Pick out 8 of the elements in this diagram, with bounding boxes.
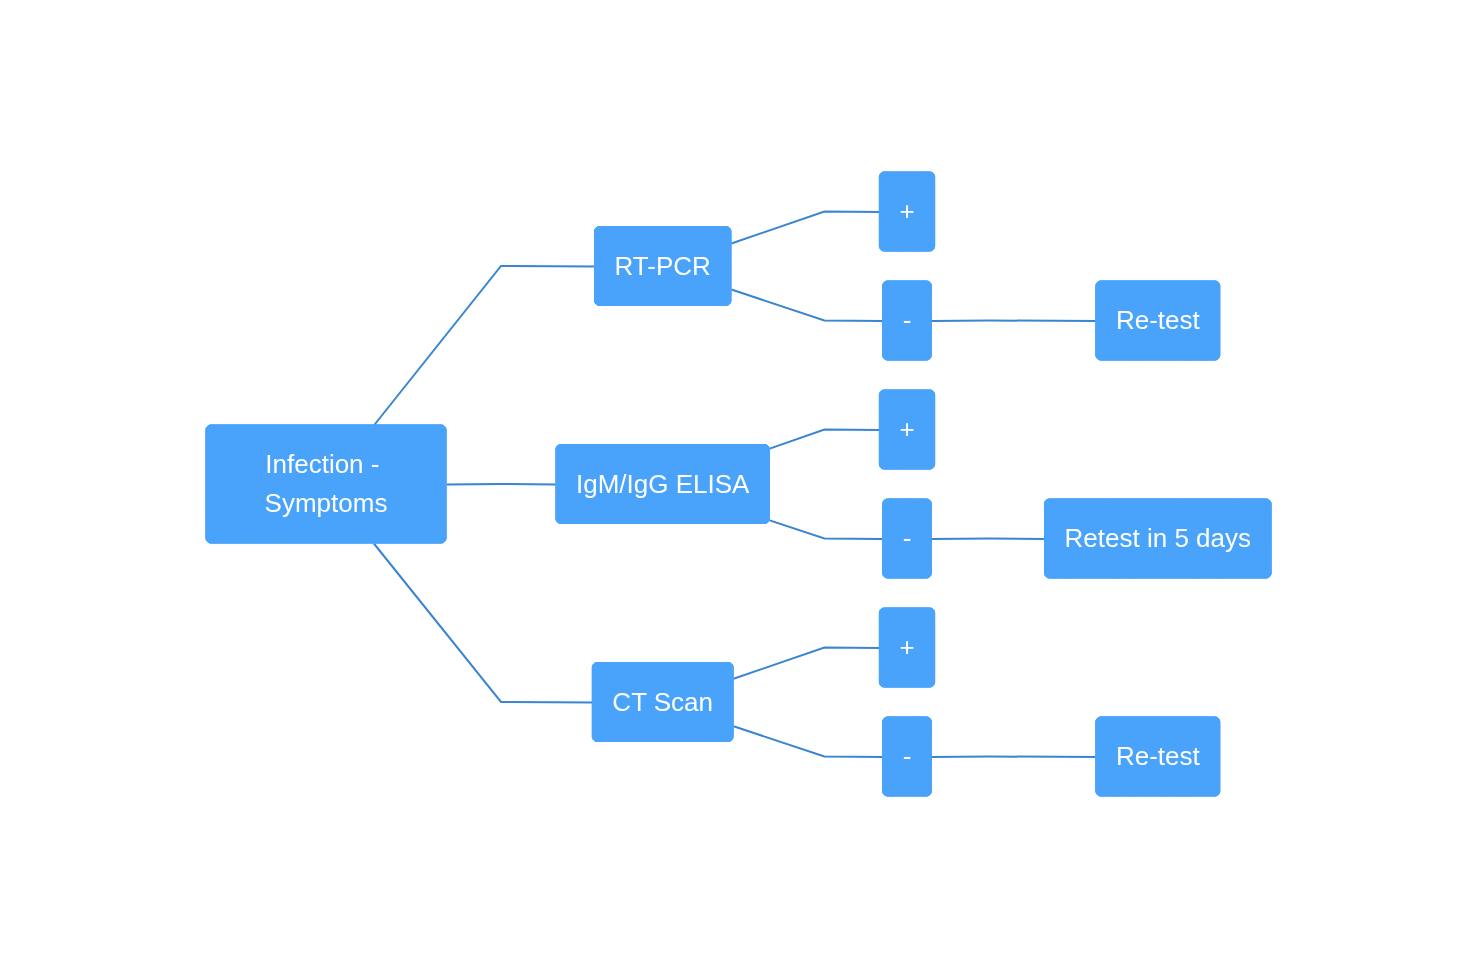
- connector: [373, 264, 597, 426]
- connector: [446, 482, 558, 485]
- connector: [733, 724, 885, 758]
- connector: [769, 518, 885, 540]
- connector: [931, 755, 1098, 758]
- connector: [931, 537, 1047, 540]
- connector: [730, 287, 885, 322]
- connector: [931, 319, 1098, 322]
